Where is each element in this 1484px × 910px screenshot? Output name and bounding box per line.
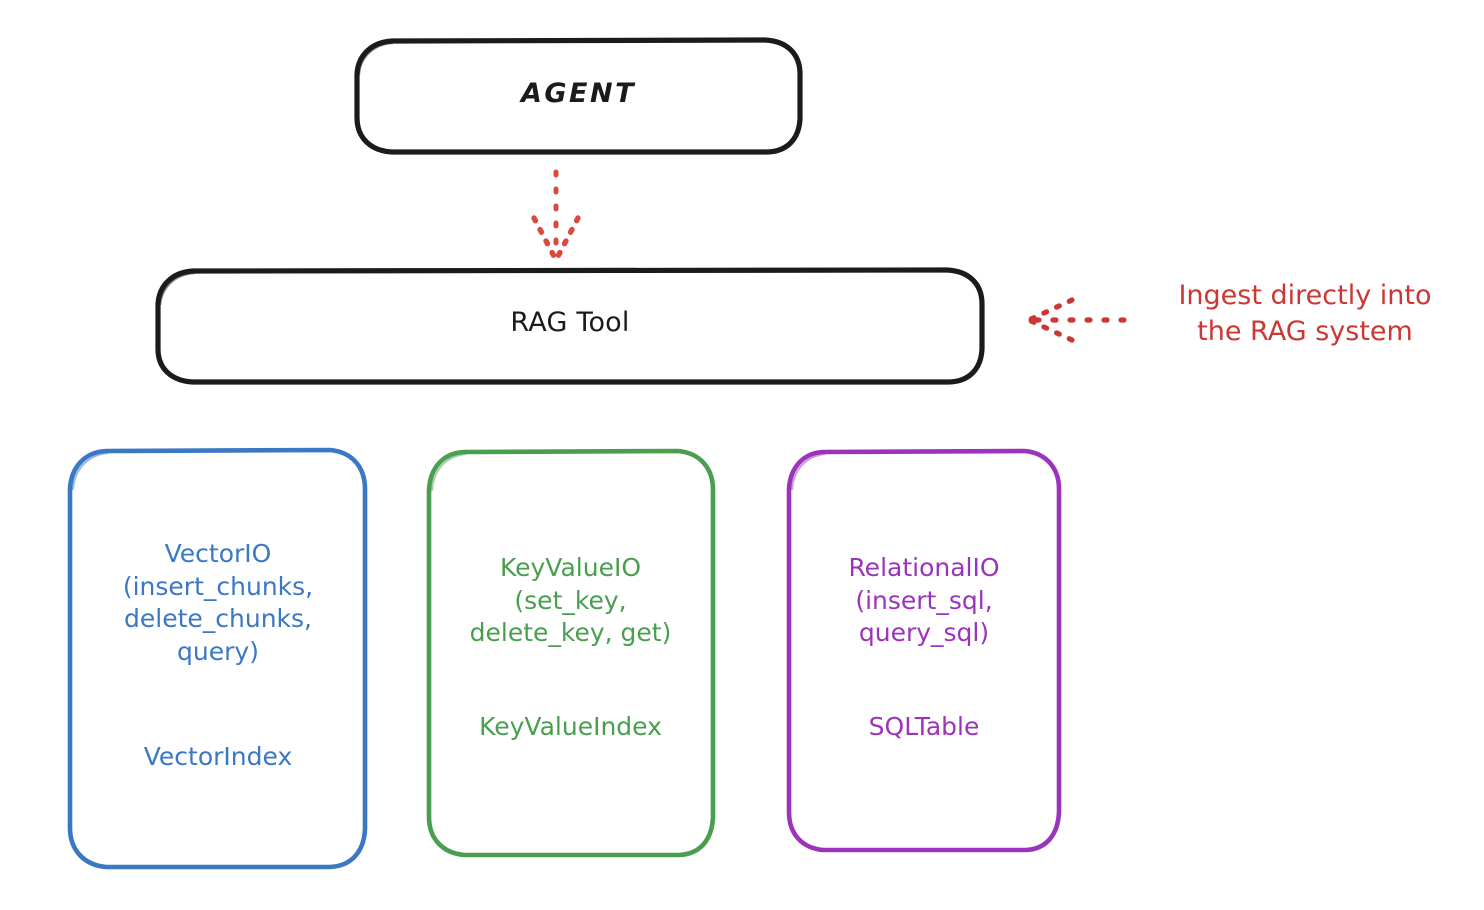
ingest-annotation-label: Ingest directly into the RAG system (1178, 280, 1432, 347)
relational-store-node-shape[interactable] (786, 448, 1062, 853)
keyvalue-store-index-label: KeyValueIndex (479, 712, 662, 741)
keyvalue-store-api-label: KeyValueIO (set_key, delete_key, get) (469, 553, 672, 647)
rag-tool-node-label: RAG Tool (510, 307, 630, 338)
rag-tool-node-shape[interactable] (155, 267, 985, 385)
vector-store-index-label: VectorIndex (143, 742, 293, 771)
keyvalue-store-node-shape[interactable] (426, 448, 716, 858)
agent-to-ragtool-connector (531, 169, 581, 263)
vector-store-api-label: VectorIO (insert_chunks, delete_chunks, … (122, 539, 314, 666)
agent-node-shape[interactable] (354, 37, 803, 155)
annotation-to-ragtool-connector (1026, 297, 1127, 343)
vector-store-node-shape[interactable] (67, 447, 368, 870)
agent-node-label: AGENT (520, 78, 636, 109)
relational-store-index-label: SQLTable (868, 712, 980, 741)
relational-store-api-label: RelationalIO (insert_sql, query_sql) (848, 553, 1000, 647)
